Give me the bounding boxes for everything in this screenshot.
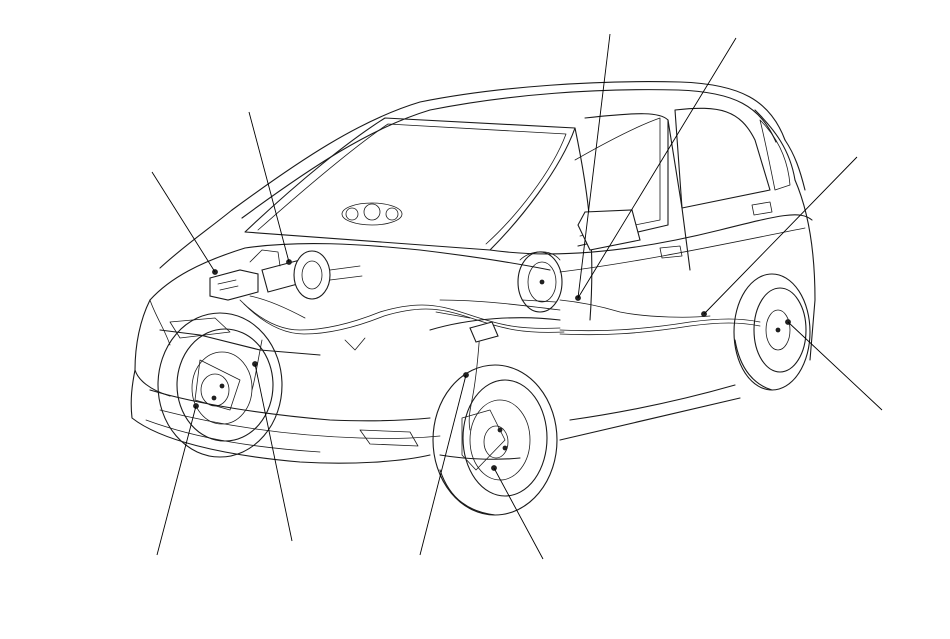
- callout-6: [493, 467, 544, 560]
- callout-10: [787, 321, 883, 411]
- front-right-wheel: [432, 364, 558, 516]
- rear-right-wheel: [733, 273, 811, 391]
- callout-9: [703, 156, 858, 315]
- callout-1: [151, 171, 216, 273]
- callout-8: [577, 37, 737, 299]
- brake-lines: [193, 295, 791, 471]
- callout-5: [419, 374, 467, 556]
- abs-modulator-and-master-cylinder: [209, 249, 363, 301]
- rear-left-brake-assembly: [517, 251, 563, 313]
- callout-3: [156, 405, 197, 556]
- callout-4: [254, 363, 293, 542]
- callout-leaders: [151, 33, 883, 560]
- callout-2: [248, 111, 290, 263]
- callout-7: [577, 33, 611, 299]
- instrument-cluster: [341, 202, 403, 226]
- front-left-wheel: [157, 312, 283, 458]
- car-body: [130, 81, 816, 464]
